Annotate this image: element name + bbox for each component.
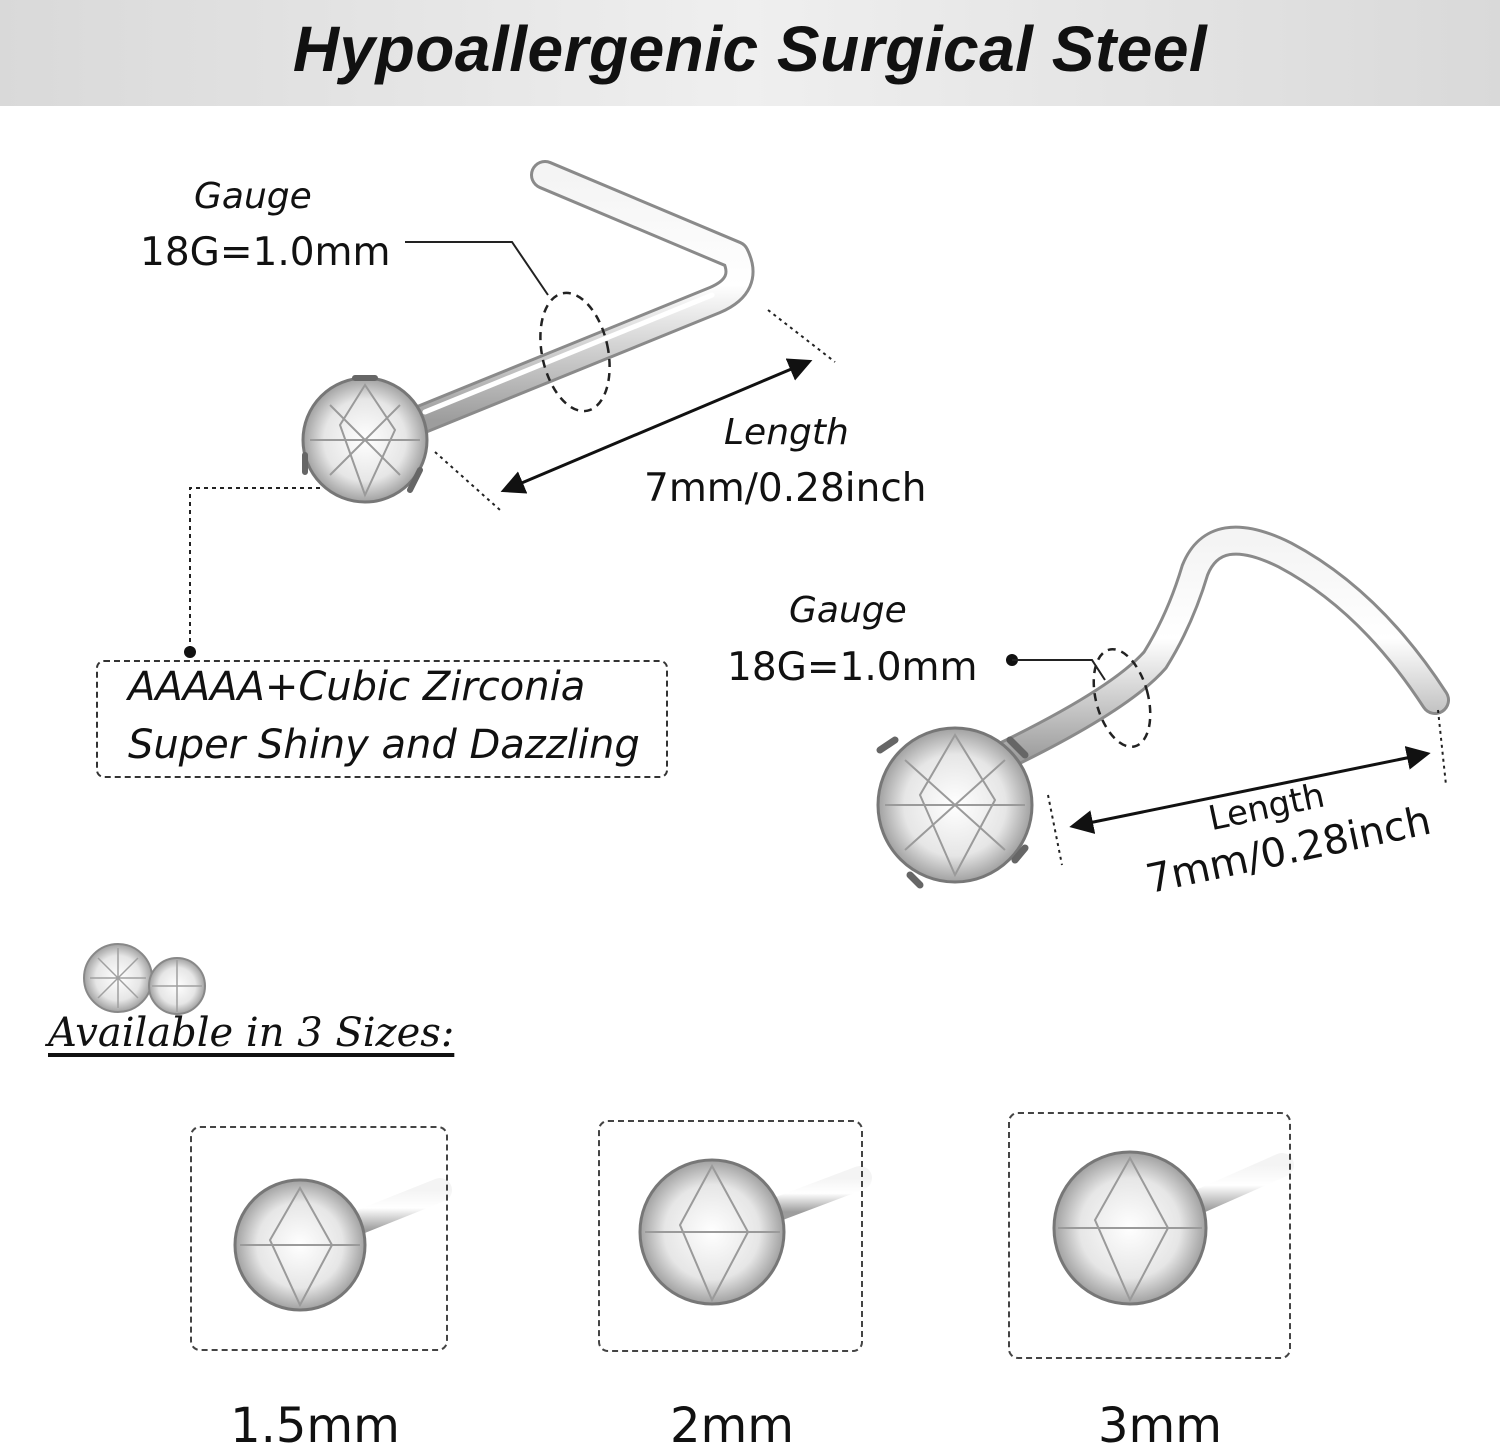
title-banner: Hypoallergenic Surgical Steel bbox=[0, 0, 1500, 106]
sizes-title: Available in 3 Sizes: bbox=[48, 1010, 455, 1056]
zirconia-line-1: AAAAA+Cubic Zirconia bbox=[128, 664, 586, 710]
l-length-label: Length bbox=[724, 412, 849, 453]
decorative-gems bbox=[83, 943, 206, 1015]
size-label-1-5mm: 1.5mm bbox=[230, 1398, 400, 1454]
size-stud-1-5mm bbox=[233, 1178, 452, 1312]
l-shape-stud bbox=[301, 160, 755, 504]
screw-shape-stud bbox=[876, 525, 1450, 889]
size-box-2mm bbox=[598, 1120, 863, 1352]
l-shape-annotations bbox=[184, 241, 836, 658]
size-stud-3mm bbox=[1052, 1150, 1294, 1306]
size-stud-2mm bbox=[638, 1158, 872, 1306]
size-label-2mm: 2mm bbox=[669, 1398, 795, 1454]
screw-gauge-value: 18G=1.0mm bbox=[727, 645, 978, 690]
screw-gauge-label: Gauge bbox=[789, 590, 907, 631]
l-length-value: 7mm/0.28inch bbox=[644, 466, 927, 511]
l-gauge-label: Gauge bbox=[194, 176, 312, 217]
zirconia-callout: AAAAA+Cubic Zirconia Super Shiny and Daz… bbox=[96, 660, 668, 778]
screw-shape-annotations bbox=[1006, 647, 1447, 866]
l-gauge-value: 18G=1.0mm bbox=[140, 230, 391, 275]
banner-title: Hypoallergenic Surgical Steel bbox=[292, 13, 1208, 85]
zirconia-line-2: Super Shiny and Dazzling bbox=[128, 722, 640, 768]
size-box-3mm bbox=[1008, 1112, 1291, 1359]
size-label-3mm: 3mm bbox=[1097, 1398, 1223, 1454]
size-box-1-5mm bbox=[190, 1126, 448, 1351]
